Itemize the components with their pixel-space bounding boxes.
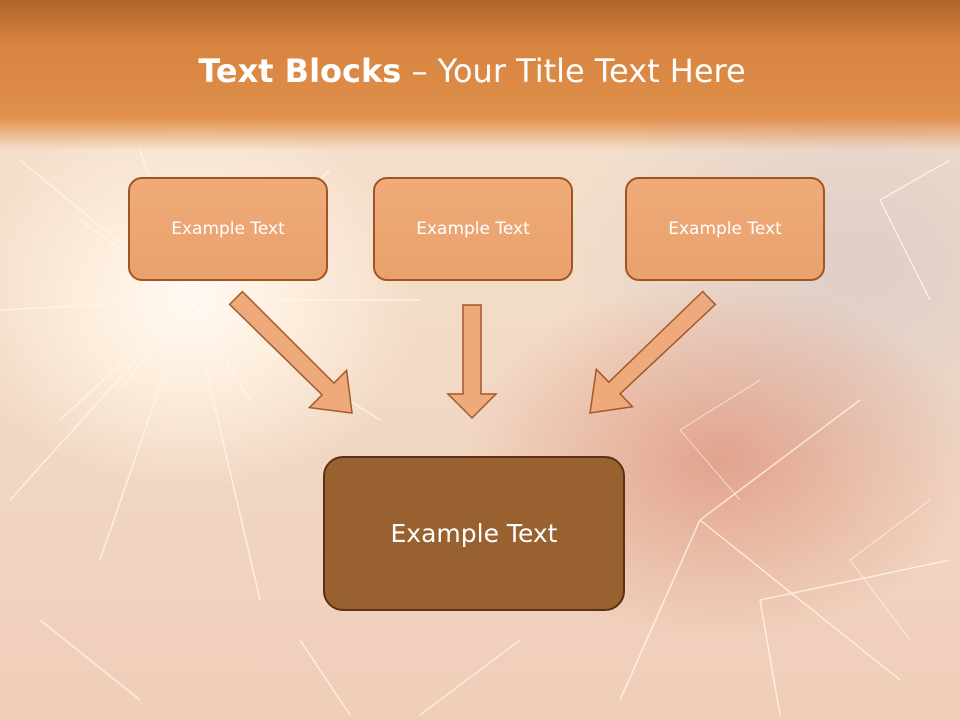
text-block-right[interactable]: Example Text [625,177,825,281]
text-block-left[interactable]: Example Text [128,177,328,281]
title-bold-text: Text Blocks [198,52,402,90]
result-text-block[interactable]: Example Text [323,456,625,611]
arrow-middle-icon [446,304,498,420]
text-block-middle-label: Example Text [416,219,530,239]
slide-title: Text Blocks – Your Title Text Here [0,52,944,90]
title-bar [0,0,960,150]
arrow-left-icon [228,290,353,414]
arrow-right-icon [589,290,717,414]
text-block-middle[interactable]: Example Text [373,177,573,281]
text-block-right-label: Example Text [668,219,782,239]
title-rest-text: Your Title Text Here [437,52,746,90]
result-text-block-label: Example Text [390,519,558,548]
text-block-left-label: Example Text [171,219,285,239]
title-dash: – [401,52,438,90]
